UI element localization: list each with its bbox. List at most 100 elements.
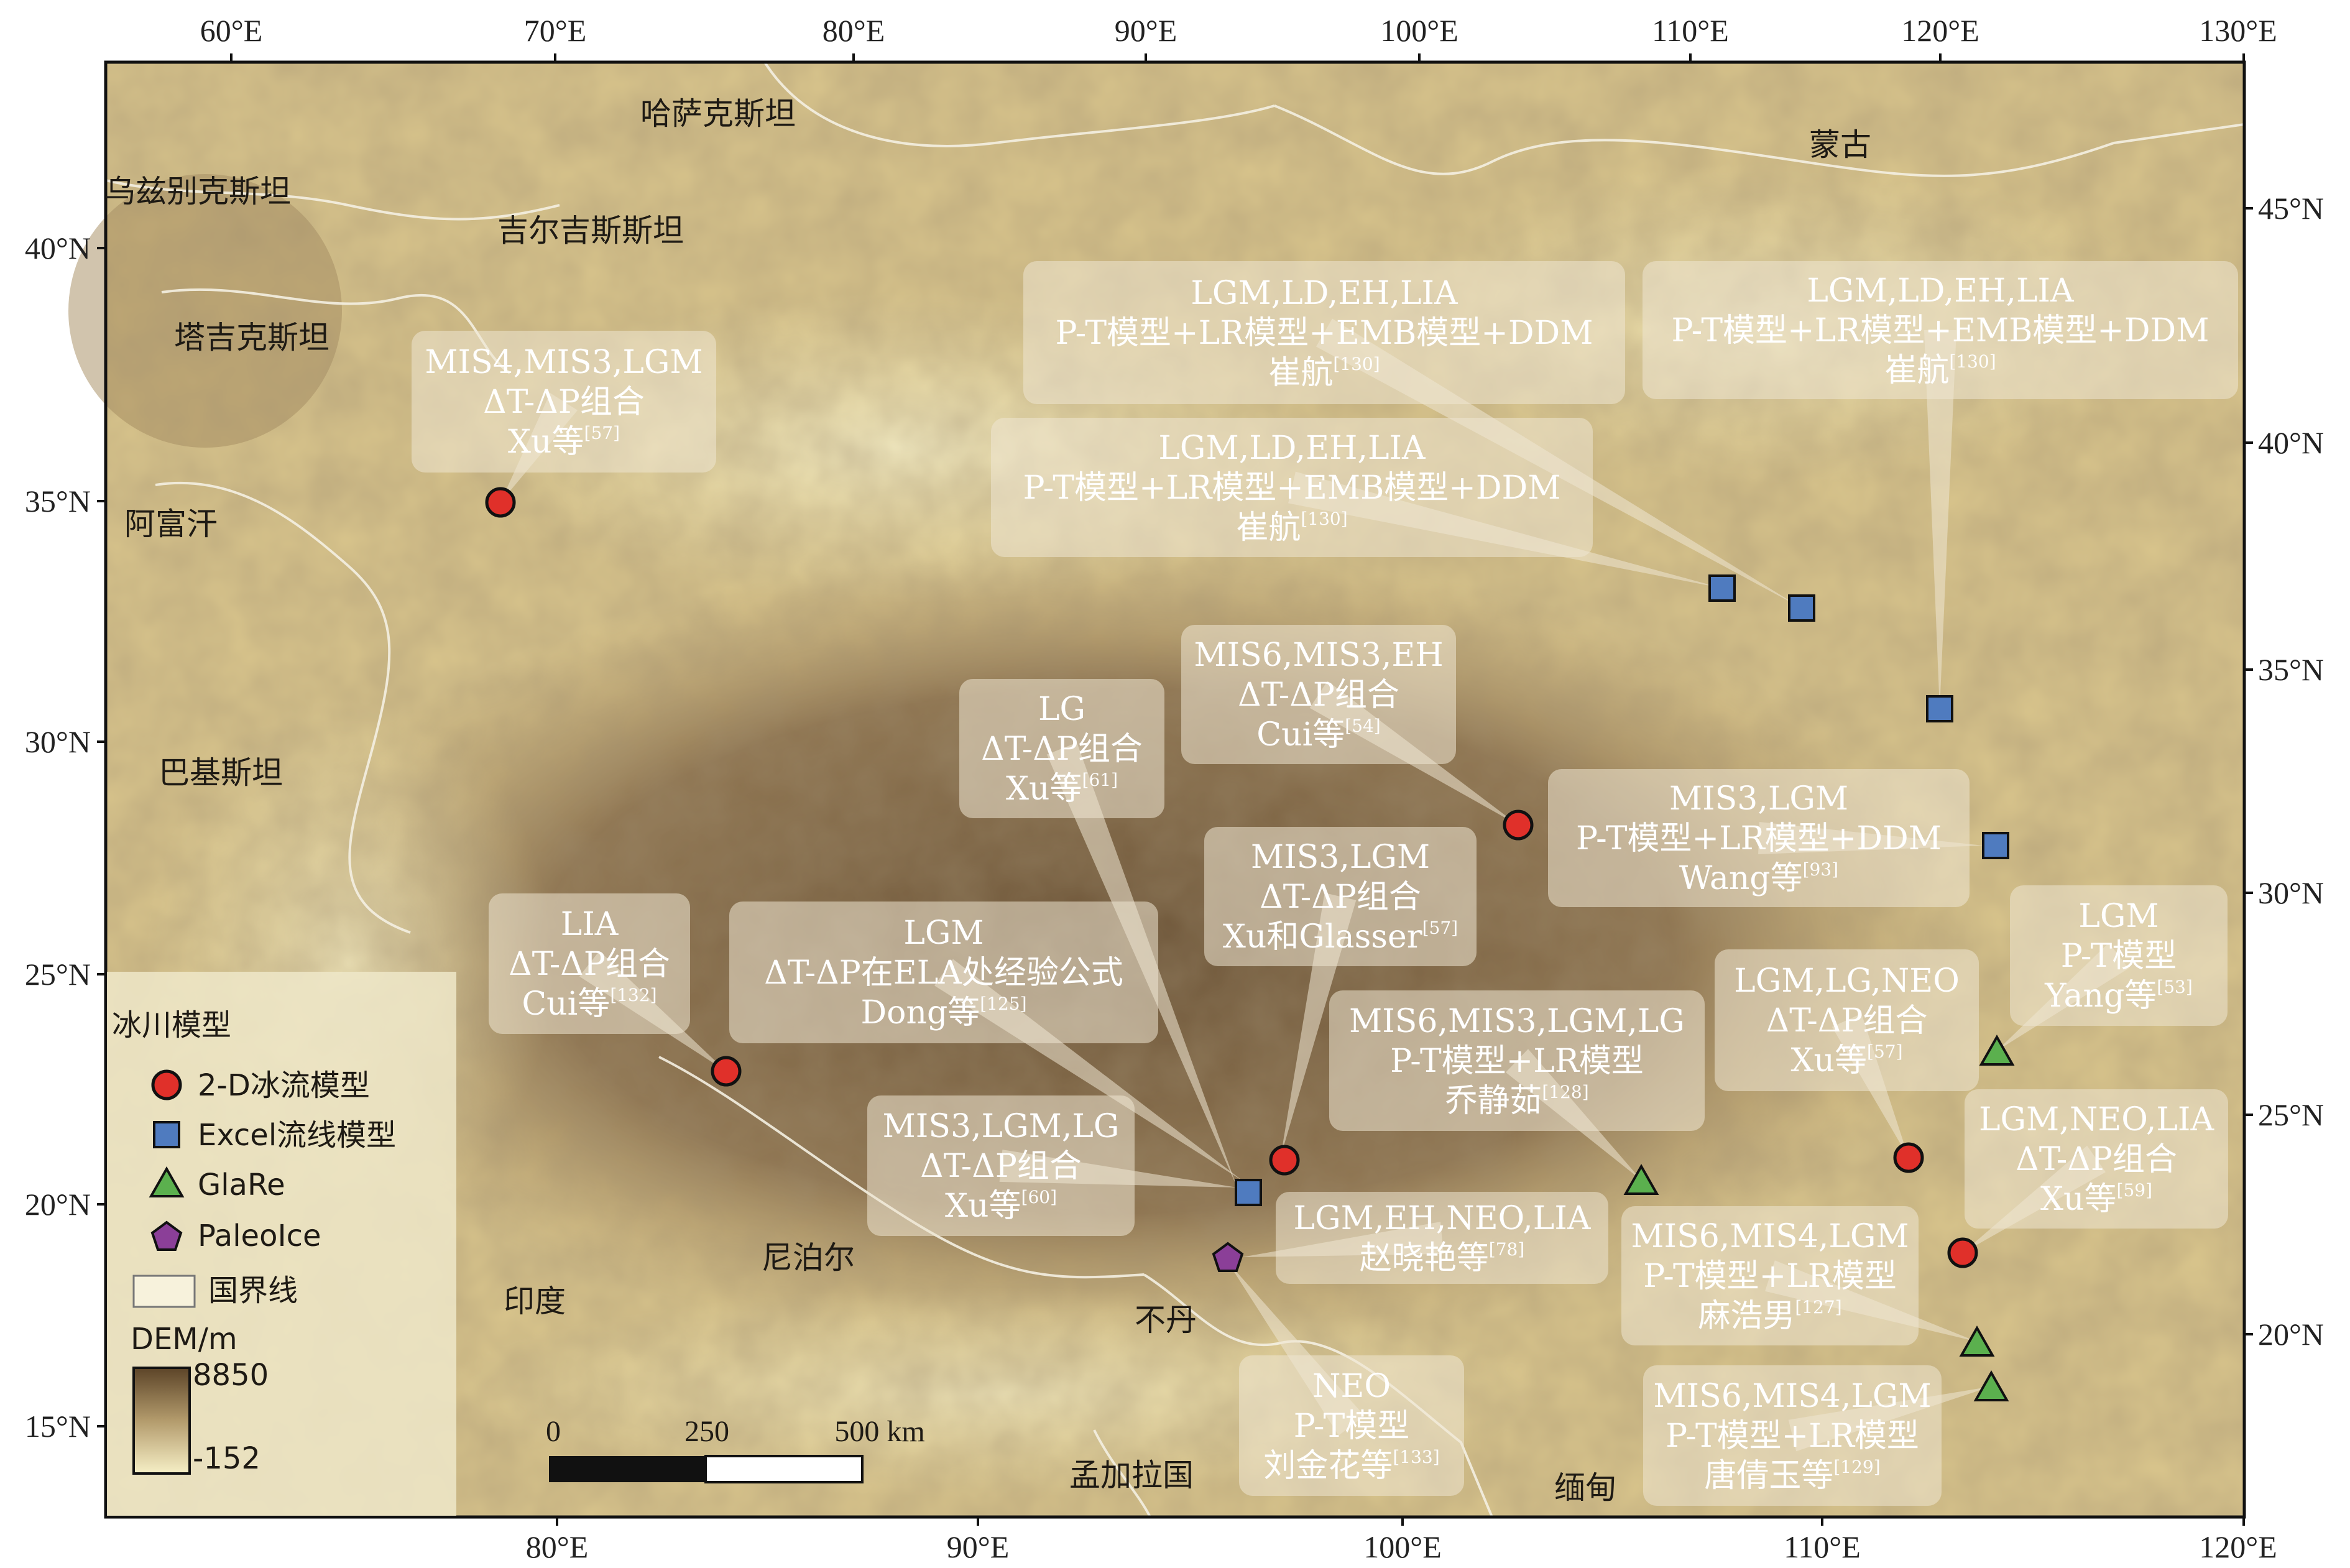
- callout-reference: [61]: [1082, 770, 1118, 790]
- scale-bar-segment-white: [704, 1455, 864, 1483]
- glacier-2d-flow-site: [1947, 1237, 1978, 1268]
- callout-text-line: Xu等[61]: [1006, 770, 1118, 808]
- callout-text-line: 唐倩玉等[129]: [1704, 1457, 1880, 1495]
- callout-reference: [93]: [1803, 859, 1838, 880]
- glacier-2d-flow-site: [1503, 809, 1534, 841]
- callout-text-line: P-T模型: [2061, 938, 2177, 975]
- callout-text-line: LG: [1038, 691, 1085, 728]
- callout-text-line: Yang等[53]: [2044, 977, 2193, 1015]
- glare-site: [1973, 1370, 2009, 1401]
- tick-label: 110°E: [1652, 13, 1729, 48]
- excel-flowline-site: [1982, 832, 2009, 859]
- tick-label: 90°E: [947, 1529, 1010, 1564]
- right-latitude-labels: 20°N 25°N 30°N 35°N 40°N 45°N: [2258, 191, 2324, 1352]
- callout-box: [1621, 1206, 1919, 1345]
- callout-text-line: 乔静茹[128]: [1445, 1082, 1588, 1120]
- tick-label: 45°N: [2258, 191, 2324, 226]
- tick-label: 35°N: [2258, 652, 2324, 687]
- callout-text-line: Cui等[54]: [1256, 716, 1380, 754]
- callout-box: [1643, 1365, 1942, 1506]
- tick-label: 40°N: [25, 231, 91, 265]
- tick-label: 60°E: [200, 13, 263, 48]
- callout-text-line: MIS6,MIS3,EH: [1194, 637, 1443, 674]
- tick-label: 30°N: [2258, 875, 2324, 910]
- callout-text-line: NEO: [1312, 1368, 1391, 1405]
- tick-label: 35°N: [25, 484, 91, 519]
- callout-text-line: LGM,EH,NEO,LIA: [1294, 1200, 1592, 1237]
- legend-item-label: Excel流线模型: [198, 1118, 396, 1153]
- map-frame: [104, 60, 2246, 1519]
- tick-label: 130°E: [2199, 13, 2277, 48]
- legend-pentagon-symbol: [150, 1220, 183, 1251]
- callout-box: [1239, 1355, 1464, 1496]
- callout-text-line: LGM,LD,EH,LIA: [1807, 272, 2075, 310]
- callout-reference: [57]: [584, 423, 620, 443]
- callout-box: [1204, 827, 1477, 966]
- callout-box: [489, 893, 690, 1034]
- glare-site: [1979, 1034, 2015, 1066]
- left-latitude-labels: 15°N 20°N 25°N 30°N 35°N 40°N: [25, 231, 91, 1444]
- callout-text-line: P-T模型+LR模型+DDM: [1576, 820, 1942, 857]
- legend-circle-symbol: [151, 1069, 182, 1100]
- callout-reference: [130]: [1949, 351, 1996, 372]
- callout-pointer: [1924, 330, 1956, 709]
- site-markers: [485, 487, 2015, 1401]
- callout-reference: [130]: [1301, 509, 1347, 529]
- top-longitude-labels: 60°E 70°E 80°E 90°E 100°E 110°E 120°E 13…: [200, 13, 2277, 48]
- excel-flowline-site: [1788, 594, 1815, 622]
- callout-text-line: ΔT-ΔP组合: [920, 1148, 1082, 1185]
- callout-text-line: ΔT-ΔP组合: [1238, 676, 1399, 714]
- tick-label: 20°N: [25, 1187, 91, 1222]
- dem-min-label: -152: [193, 1441, 260, 1476]
- tick-label: 20°N: [2258, 1317, 2324, 1352]
- excel-flowline-site: [1926, 695, 1953, 722]
- callout-text-line: ΔT-ΔP组合: [981, 731, 1143, 768]
- callout-reference: [129]: [1833, 1457, 1880, 1477]
- callout-box: [1965, 1089, 2228, 1229]
- callout-box: [1643, 261, 2238, 399]
- callout-reference: [57]: [1422, 918, 1458, 938]
- callout-reference: [60]: [1021, 1187, 1057, 1207]
- tick-label: 80°E: [823, 13, 885, 48]
- country-label: 吉尔吉斯斯坦: [497, 213, 684, 249]
- callout-text-line: MIS3,LGM: [1251, 839, 1430, 876]
- callout-box: [959, 679, 1164, 818]
- excel-flowline-site: [1708, 574, 1736, 602]
- scale-label: 0: [546, 1415, 561, 1448]
- callout-reference: [133]: [1393, 1447, 1439, 1467]
- dem-colorbar: [132, 1367, 191, 1475]
- country-label: 塔吉克斯坦: [174, 320, 329, 356]
- callout-text-line: LGM: [2078, 898, 2159, 935]
- tick-label: 80°E: [526, 1529, 589, 1564]
- callout-box: [1329, 990, 1705, 1131]
- callout-text-line: 崔航[130]: [1268, 354, 1380, 392]
- callout-text-line: ΔT-ΔP组合: [483, 384, 645, 421]
- glacier-2d-flow-site: [1269, 1145, 1300, 1176]
- paleoice-site: [1212, 1242, 1244, 1272]
- callout-text-line: Xu等[59]: [2040, 1180, 2152, 1218]
- glacier-2d-flow-site: [485, 487, 516, 518]
- callout-text-line: Xu等[57]: [508, 423, 620, 461]
- tick-label: 15°N: [25, 1409, 91, 1444]
- callout-text-line: P-T模型+LR模型+EMB模型+DDM: [1023, 469, 1561, 507]
- callout-box: [1181, 625, 1456, 764]
- callout-text-line: MIS3,LGM,LG: [883, 1108, 1120, 1145]
- callout-reference: [53]: [2157, 977, 2192, 997]
- callout-text-line: P-T模型+LR模型: [1390, 1043, 1644, 1080]
- country-label: 尼泊尔: [762, 1240, 855, 1276]
- callout-box: [729, 902, 1158, 1043]
- callout-box: [867, 1095, 1135, 1236]
- country-label: 蒙古: [1809, 127, 1871, 163]
- legend-border-symbol: [132, 1275, 196, 1308]
